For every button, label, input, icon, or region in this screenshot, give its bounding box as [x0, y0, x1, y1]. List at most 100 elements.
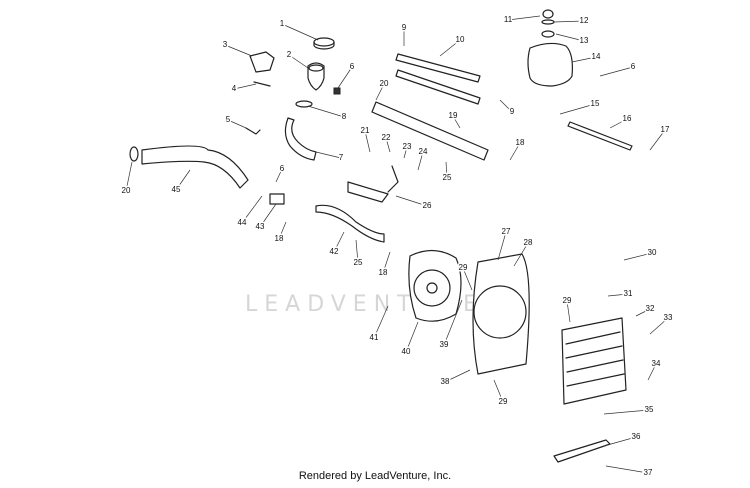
callout-number: 7: [339, 153, 344, 162]
hose-42: [315, 204, 385, 243]
callout-number: 17: [661, 125, 670, 134]
callout-leader: [288, 54, 309, 69]
pipe-19: [371, 101, 489, 161]
callout-number: 20: [380, 79, 389, 88]
callout-leader: [417, 151, 424, 171]
callout-leader: [385, 137, 391, 153]
callout-number: 43: [256, 222, 265, 231]
callout-leader: [499, 99, 513, 113]
callout-leader: [175, 169, 191, 191]
callout-leader: [566, 300, 571, 323]
callout-number: 19: [449, 111, 458, 120]
fitting-43: [269, 193, 285, 205]
bracket-3: [249, 51, 275, 73]
filler-neck: [307, 62, 325, 91]
callout-number: 30: [648, 248, 657, 257]
callout-number: 37: [644, 468, 653, 477]
callout-leader: [445, 161, 448, 179]
callout-number: 34: [652, 359, 661, 368]
callout-leader: [233, 83, 257, 90]
callout-leader: [355, 239, 359, 264]
callout-number: 5: [226, 115, 231, 124]
callout-number: 35: [645, 405, 654, 414]
radiator: [561, 317, 627, 405]
callout-number: 2: [287, 50, 292, 59]
callout-leader: [373, 305, 389, 339]
callout-leader: [599, 66, 634, 77]
callout-number: 29: [499, 397, 508, 406]
callout-number: 21: [361, 126, 370, 135]
callout-number: 45: [172, 185, 181, 194]
bracket-26: [347, 181, 389, 203]
coolant-reservoir: [527, 9, 573, 87]
callout-number: 22: [382, 133, 391, 142]
callout-leader: [224, 44, 253, 57]
callout-leader: [439, 39, 461, 57]
radiator-cap: [313, 37, 335, 50]
callout-number: 8: [342, 112, 347, 121]
callout-number: 9: [402, 23, 407, 32]
callout-number: 41: [370, 333, 379, 342]
callout-number: 1: [280, 19, 285, 28]
callout-leader: [603, 436, 637, 447]
callout-leader: [333, 231, 345, 253]
cooling-fan: [408, 249, 462, 322]
bracket-36: [553, 439, 611, 463]
callout-number: 11: [504, 15, 513, 24]
callout-leader: [497, 231, 507, 261]
callout-leader: [559, 103, 596, 115]
callout-number: 18: [379, 268, 388, 277]
callout-leader: [275, 168, 283, 183]
callout-leader: [281, 23, 319, 41]
callout-leader: [609, 118, 628, 129]
callout-number: 33: [664, 313, 673, 322]
callout-leader: [337, 66, 353, 89]
callout-number: 6: [350, 62, 355, 71]
fan-shroud: [472, 253, 530, 375]
callout-number: 39: [440, 340, 449, 349]
callout-number: 24: [419, 147, 428, 156]
callout-number: 18: [275, 234, 284, 243]
callout-number: 26: [423, 201, 432, 210]
callout-number: 44: [238, 218, 247, 227]
callout-number: 25: [443, 173, 452, 182]
callout-number: 3: [223, 40, 228, 49]
footer-credit: Rendered by LeadVenture, Inc.: [298, 470, 452, 482]
callout-leader: [227, 119, 247, 129]
callout-number: 10: [456, 35, 465, 44]
pipe-10a: [395, 53, 481, 83]
callout-number: 6: [631, 62, 636, 71]
callout-number: 6: [280, 164, 285, 173]
callout-number: 32: [646, 304, 655, 313]
callout-leader: [605, 465, 649, 474]
hose-45: [141, 145, 249, 189]
callout-leader: [649, 129, 666, 151]
callout-number: 40: [402, 347, 411, 356]
callout-number: 29: [563, 296, 572, 305]
callout-leader: [403, 146, 408, 159]
callout-leader: [649, 317, 669, 335]
callout-leader: [125, 161, 133, 192]
callout-number: 15: [591, 99, 600, 108]
callout-number: 25: [354, 258, 363, 267]
callout-number: 36: [632, 432, 641, 441]
callout-leader: [607, 293, 629, 297]
callout-leader: [623, 252, 653, 261]
callout-leader: [444, 369, 471, 383]
callout-number: 18: [516, 138, 525, 147]
callout-number: 28: [524, 238, 533, 247]
callout-leader: [553, 20, 585, 23]
callout-number: 16: [623, 114, 632, 123]
callout-leader: [509, 142, 521, 161]
screw-6a: [333, 87, 341, 95]
callout-leader: [375, 83, 385, 101]
callout-leader: [278, 221, 287, 240]
callout-number: 27: [502, 227, 511, 236]
callout-leader: [315, 151, 342, 159]
shroud-opening: [473, 285, 527, 339]
callout-leader: [307, 105, 345, 118]
callout-number: 29: [459, 263, 468, 272]
callout-number: 42: [330, 247, 339, 256]
